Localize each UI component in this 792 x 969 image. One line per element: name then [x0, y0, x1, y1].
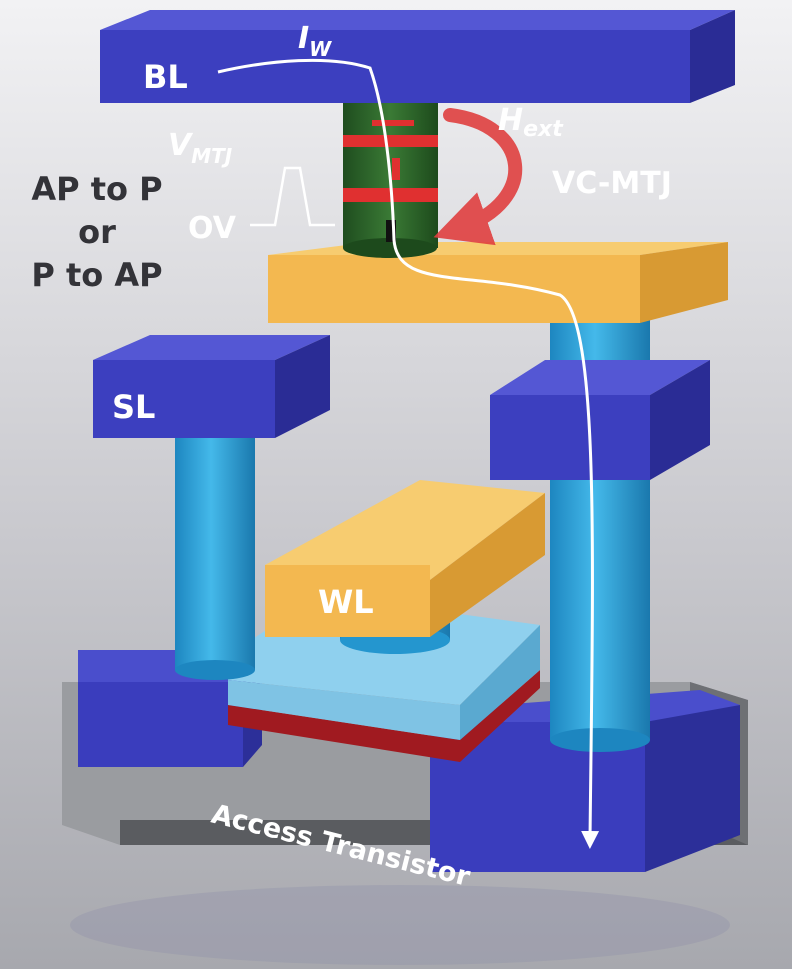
switch-direction-line3: P to AP [31, 256, 162, 294]
voltage-pulse-waveform [250, 166, 335, 227]
wl-label: WL [318, 583, 374, 621]
free-layer-arrow [372, 120, 414, 126]
hext-field-arrow [433, 108, 522, 246]
reflection-shadow [70, 885, 730, 965]
sl-label: SL [112, 388, 155, 426]
sl-bar [93, 335, 330, 438]
drain-landing-pad [490, 360, 710, 480]
vmtj-label: VMTJ [168, 128, 233, 168]
switch-direction-line1: AP to P [31, 170, 162, 208]
vcmtj-label: VC-MTJ [552, 166, 672, 201]
hext-label: Hext [498, 103, 564, 142]
ov-label: OV [188, 211, 237, 246]
sl-pillar [175, 425, 255, 680]
bl-label: BL [143, 58, 188, 96]
write-current-path [217, 58, 600, 849]
switch-direction-line2: or [78, 213, 116, 251]
bottom-electrode [268, 242, 728, 323]
bl-bar [100, 10, 735, 103]
iw-label: IW [298, 21, 332, 61]
wl-bar [265, 480, 545, 637]
